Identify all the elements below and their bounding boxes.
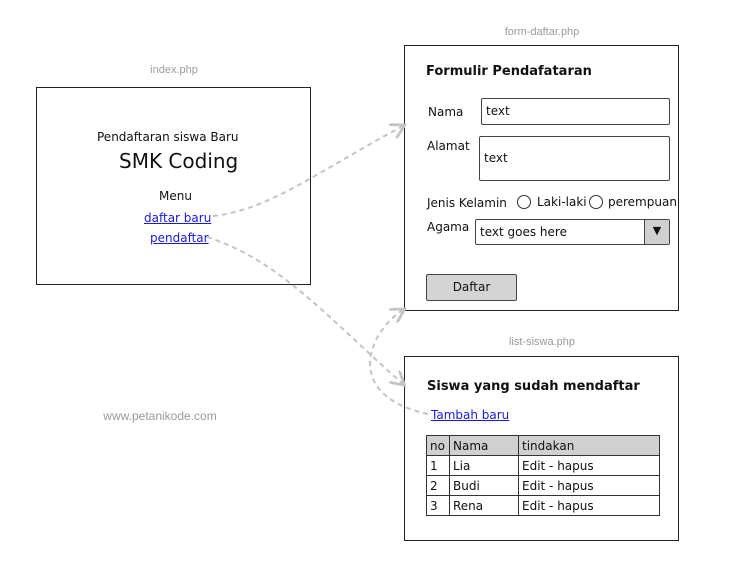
index-subtitle: Pendaftaran siswa Baru	[97, 130, 239, 144]
alamat-label: Alamat	[427, 139, 470, 153]
arrow-pendaftar-to-list	[206, 236, 403, 384]
cell-nama: Budi	[449, 475, 519, 496]
alamat-textarea[interactable]: text	[479, 136, 670, 181]
radio-laki-laki[interactable]	[517, 195, 531, 209]
daftar-button[interactable]: Daftar	[426, 274, 517, 301]
list-page-frame: Siswa yang sudah mendaftar Tambah baru n…	[404, 356, 679, 541]
nama-input-value: text	[486, 104, 510, 118]
column-header-tindakan: tindakan	[518, 435, 660, 456]
radio-perempuan-label: perempuan	[608, 195, 677, 209]
index-caption: index.php	[150, 64, 198, 76]
watermark: www.petanikode.com	[103, 409, 217, 423]
cell-tindakan[interactable]: Edit - hapus	[518, 495, 660, 516]
index-title: SMK Coding	[119, 149, 239, 173]
agama-label: Agama	[427, 220, 470, 234]
list-heading: Siswa yang sudah mendaftar	[427, 379, 640, 394]
arrow-tambah-baru-to-form	[369, 310, 429, 415]
form-caption: form-daftar.php	[504, 26, 580, 38]
table-row: 1 Lia Edit - hapus	[426, 455, 660, 476]
nama-label: Nama	[428, 105, 464, 119]
link-pendaftar[interactable]: pendaftar	[150, 231, 209, 245]
tambah-baru-link[interactable]: Tambah baru	[431, 408, 510, 422]
chevron-down-icon[interactable]: ▼	[644, 220, 669, 244]
jenis-kelamin-label: Jenis Kelamin	[427, 196, 507, 210]
agama-select-value: text goes here	[480, 225, 567, 239]
siswa-table: no Nama tindakan 1 Lia Edit - hapus 2 Bu…	[426, 435, 660, 516]
alamat-textarea-value: text	[484, 151, 508, 165]
table-row: 3 Rena Edit - hapus	[426, 495, 660, 516]
table-row: 2 Budi Edit - hapus	[426, 475, 660, 496]
arrow-daftar-baru-to-form	[212, 126, 403, 217]
column-header-nama: Nama	[449, 435, 519, 456]
form-heading: Formulir Pendafataran	[426, 64, 592, 79]
index-menu-label: Menu	[159, 189, 192, 203]
nama-input[interactable]: text	[481, 98, 670, 125]
table-header-row: no Nama tindakan	[426, 435, 660, 456]
form-page-frame: Formulir Pendafataran Nama text Alamat t…	[404, 45, 679, 311]
agama-select[interactable]: text goes here ▼	[475, 219, 670, 245]
cell-no: 3	[426, 495, 450, 516]
list-caption: list-siswa.php	[508, 336, 576, 348]
index-page-frame: Pendaftaran siswa Baru SMK Coding Menu d…	[36, 87, 311, 285]
cell-nama: Rena	[449, 495, 519, 516]
column-header-no: no	[426, 435, 450, 456]
link-daftar-baru[interactable]: daftar baru	[144, 211, 212, 225]
radio-laki-laki-label: Laki-laki	[537, 195, 587, 209]
radio-perempuan[interactable]	[589, 195, 603, 209]
